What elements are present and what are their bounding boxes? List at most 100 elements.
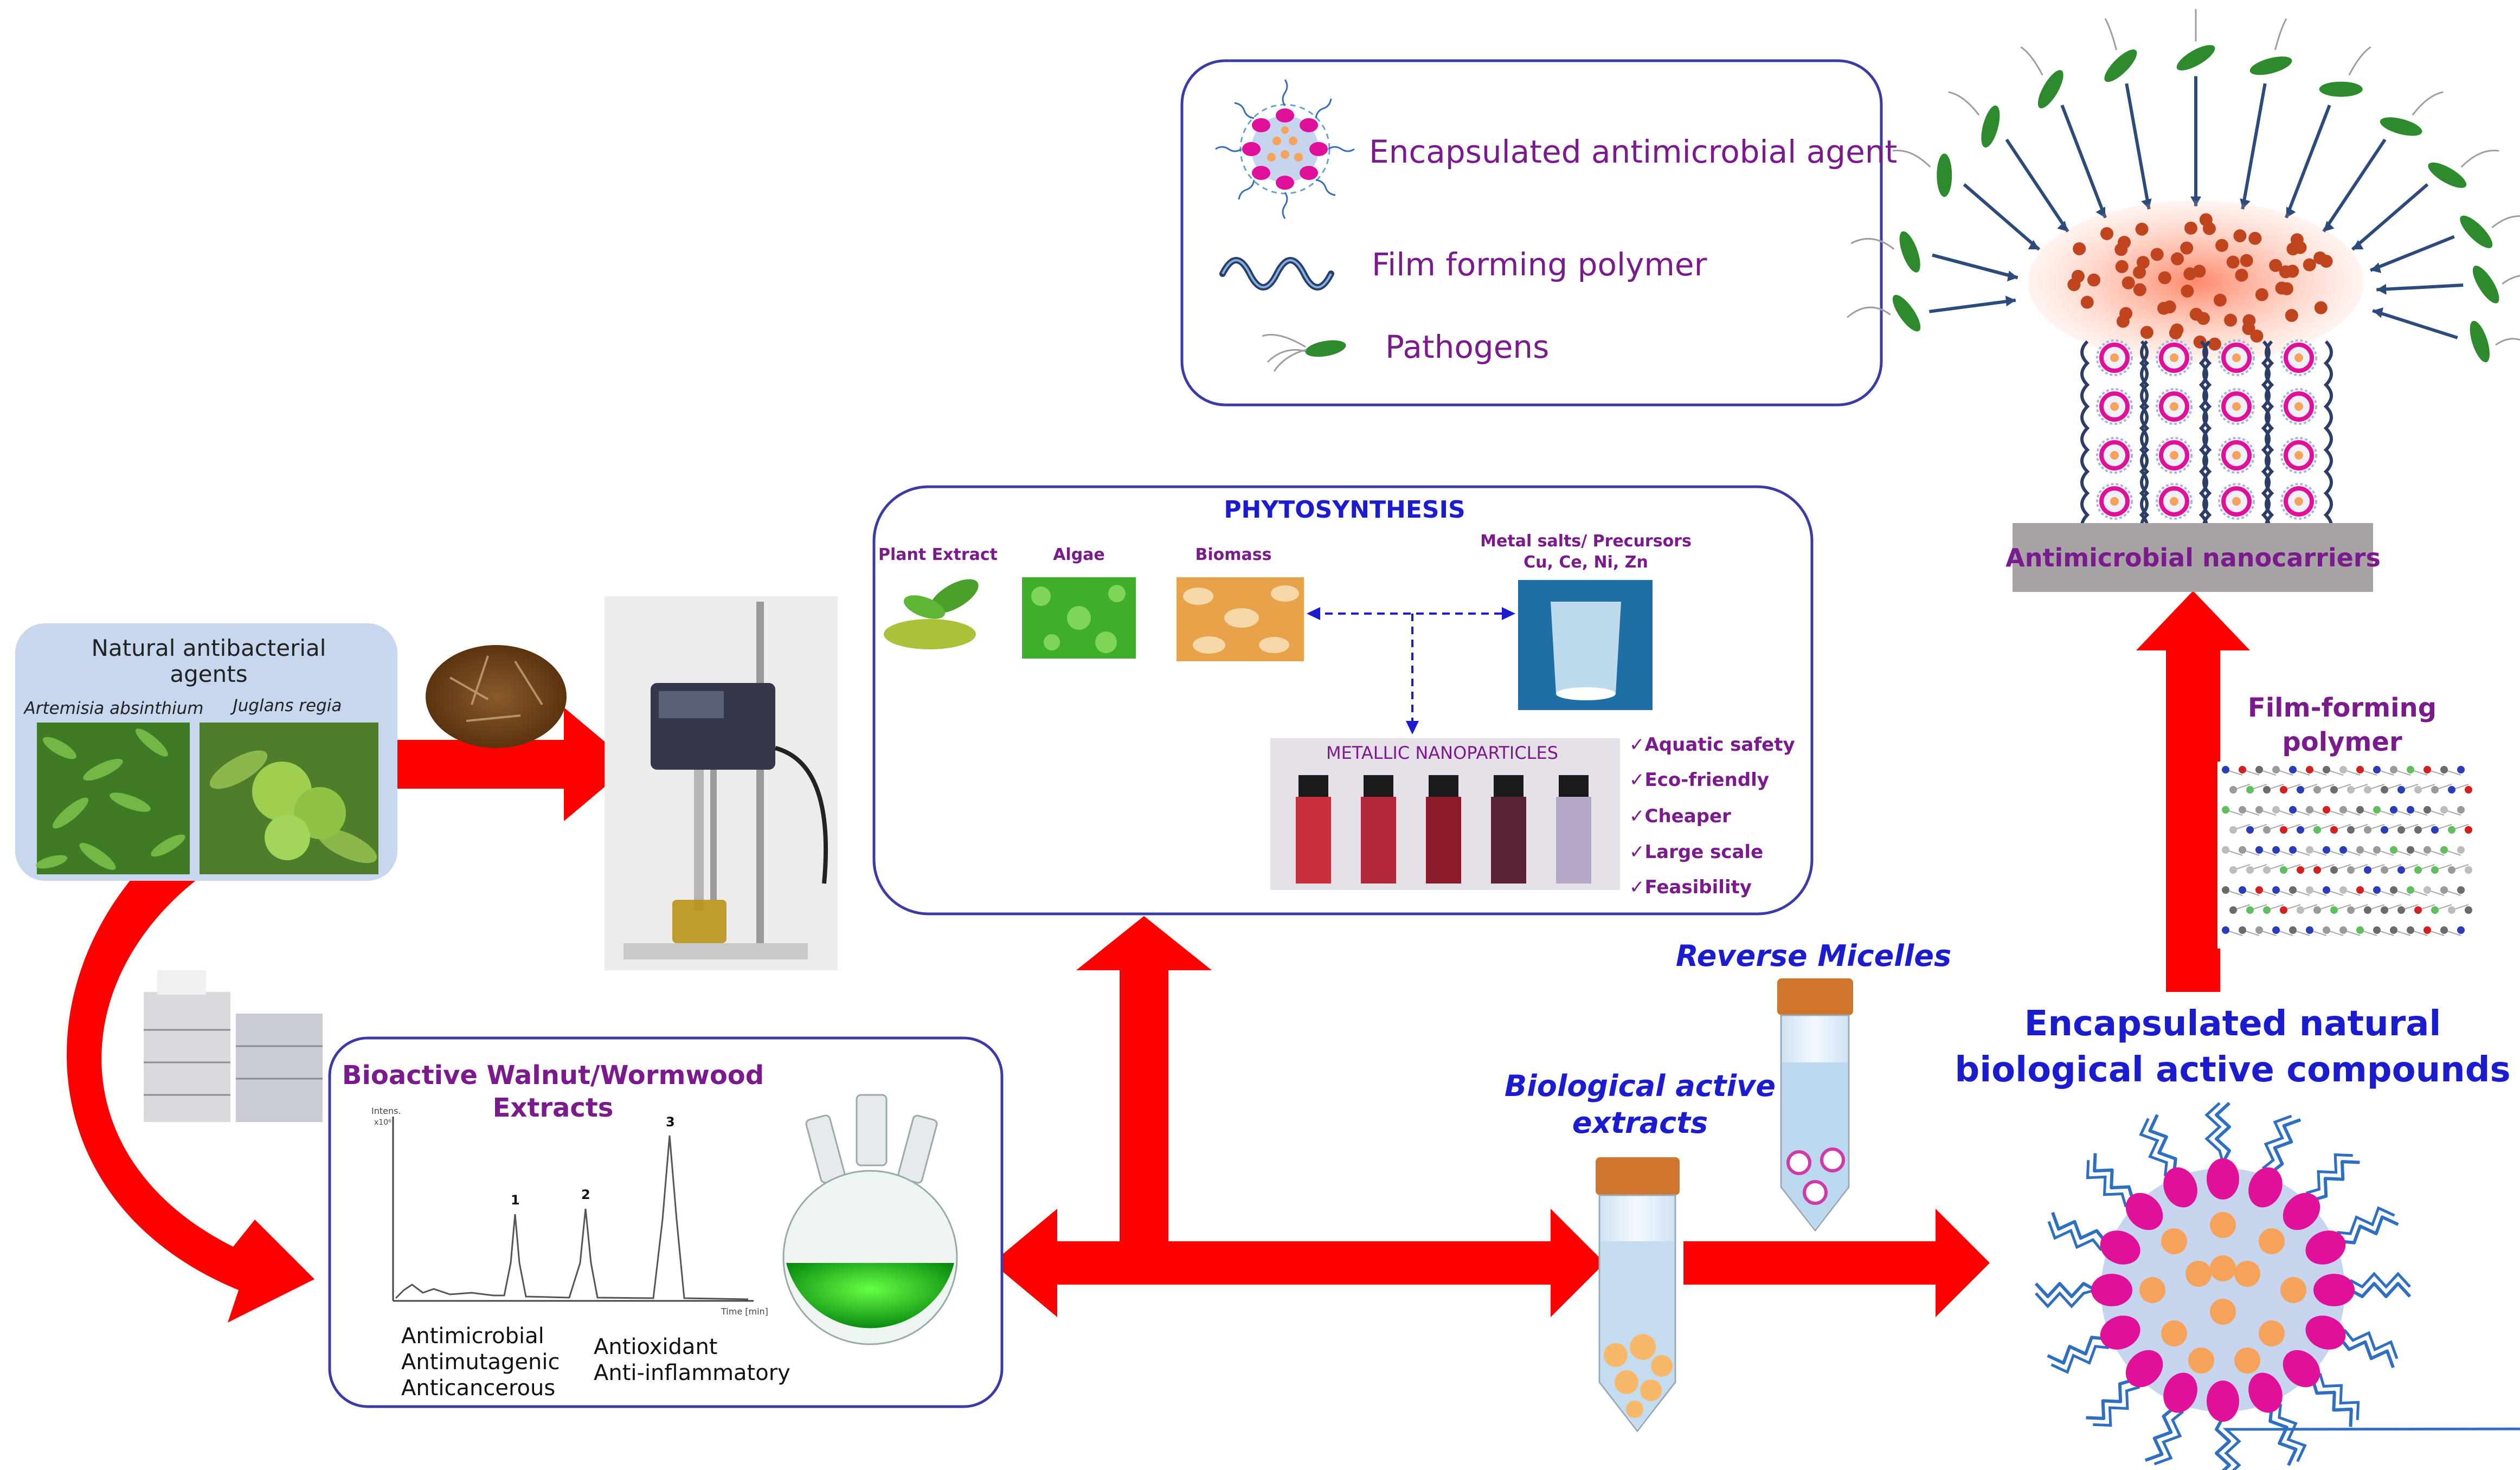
reverse-micelles-tube — [1777, 978, 1853, 1232]
polymer-atom — [2246, 826, 2254, 834]
polymer-atom — [2229, 786, 2237, 794]
surfactant-tail — [2139, 1118, 2168, 1177]
polymer-atom — [2364, 906, 2371, 914]
surfactant-head — [2163, 1167, 2197, 1208]
polymer-atom — [2347, 786, 2355, 794]
property-antimicrobial: Antimicrobial — [401, 1324, 544, 1349]
polymer-atom — [2255, 766, 2263, 773]
polymer-atom — [2423, 806, 2431, 814]
attack-line — [1963, 183, 2041, 251]
polymer-atom — [2289, 926, 2297, 934]
encapsulated-compound — [2280, 1277, 2306, 1303]
polymer-atom — [2297, 866, 2304, 874]
nanoparticle — [2150, 248, 2164, 261]
phytosynthesis-title: PHYTOSYNTHESIS — [1224, 496, 1465, 524]
pathogen — [2460, 215, 2493, 248]
surfactant-head — [2248, 1167, 2283, 1208]
nanoparticle — [2115, 260, 2129, 273]
nanoparticle — [2280, 282, 2293, 295]
bioactive-title-1: Bioactive Walnut/Wormwood — [342, 1060, 764, 1091]
polymer-atom — [2330, 906, 2338, 914]
curved-arrow-to-extracts — [66, 846, 314, 1323]
polymer-atom — [2457, 766, 2465, 773]
attack-line — [1932, 253, 2018, 280]
peak-label-1: 1 — [511, 1192, 520, 1208]
polymer-atom — [2414, 826, 2422, 834]
polymer-atom — [2280, 826, 2287, 834]
nanoparticle — [2286, 265, 2299, 278]
polymer-atom — [2457, 926, 2465, 934]
polymer-atom — [2364, 826, 2371, 834]
surfactant-head — [2100, 1230, 2140, 1265]
source-algae: Algae — [1053, 545, 1105, 564]
polymer-atom — [2390, 926, 2397, 934]
peak-label-3: 3 — [666, 1114, 675, 1130]
polymer-atom — [2356, 766, 2364, 773]
pathogen-icon — [1262, 334, 1346, 372]
polymer-atom — [2229, 826, 2237, 834]
surfactant-head — [2305, 1230, 2346, 1265]
nanoparticle — [2140, 326, 2153, 339]
polymer-atom — [2255, 806, 2263, 814]
attack-line — [2060, 104, 2107, 218]
polymer-chain — [2265, 340, 2274, 538]
attack-line — [2005, 138, 2069, 233]
surfactant-tail — [2047, 1336, 2106, 1365]
arrow-to-encapsulated — [1683, 1209, 1990, 1317]
nanoparticle — [2189, 307, 2203, 321]
polymer-atom — [2339, 886, 2347, 894]
polymer-atom — [2423, 926, 2431, 934]
polymer-atom — [2323, 766, 2330, 773]
surfactant-tail — [2215, 1416, 2231, 1470]
surfactant-tail — [2343, 1329, 2399, 1359]
metal-salts-label-2: Cu, Ce, Ni, Zn — [1523, 553, 1648, 572]
polymer-atom — [2431, 826, 2439, 834]
nanocarrier-illustration: Antimicrobial nanocarriers — [1846, 9, 2520, 592]
nanocarriers-label-bar — [2013, 523, 2373, 592]
plant-name-juglans: Juglans regia — [230, 696, 342, 715]
polymer-atom — [2457, 886, 2465, 894]
property-anticancerous: Anticancerous — [401, 1376, 555, 1401]
nanoparticle — [2181, 285, 2194, 298]
nanoparticle — [2133, 266, 2146, 279]
arrow-to-nanocarriers — [2136, 591, 2250, 992]
chromatogram-y-exponent: x10⁶ — [374, 1118, 391, 1127]
polymer-atom — [2440, 766, 2448, 773]
nanoparticle — [2122, 276, 2135, 289]
nanoparticle — [2215, 238, 2229, 252]
polymer-atom — [2313, 866, 2321, 874]
polymer-atom — [2397, 866, 2405, 874]
polymer-atom — [2339, 846, 2347, 854]
reverse-micelles-label: Reverse Micelles — [1676, 939, 1951, 973]
property-anti-inflammatory: Anti-inflammatory — [594, 1361, 790, 1385]
polymer-atom — [2465, 826, 2472, 834]
algae-photo — [1022, 577, 1136, 659]
surfactant-tail — [2278, 1403, 2307, 1462]
surfactant-head — [2283, 1192, 2320, 1230]
pathogen — [2472, 266, 2499, 304]
surfactant-tail — [2034, 1282, 2097, 1298]
nanoparticle — [2202, 222, 2216, 235]
surfactant-tail — [2047, 1221, 2103, 1252]
polymer-atom — [2330, 866, 2338, 874]
encapsulated-compound — [2234, 1261, 2260, 1287]
polymer-atom — [2263, 906, 2271, 914]
polymer-atom — [2222, 886, 2229, 894]
polymer-atom — [2246, 866, 2254, 874]
encapsulated-label-1: Encapsulated natural — [2024, 1004, 2441, 1044]
metallic-nanoparticles-label: METALLIC NANOPARTICLES — [1326, 743, 1558, 763]
polymer-atom — [2431, 866, 2439, 874]
nanoparticle — [2242, 314, 2256, 327]
pathogen — [2176, 45, 2215, 70]
biological-extracts-tube — [1596, 1157, 1680, 1433]
surfactant-head — [2283, 1350, 2320, 1388]
polymer-atom — [2229, 866, 2237, 874]
polymer-atom — [2423, 766, 2431, 773]
polymer-atom — [2272, 806, 2280, 814]
nanoparticle — [2248, 231, 2262, 245]
polymer-atom — [2289, 766, 2297, 773]
polymer-atom — [2364, 866, 2371, 874]
polymer-atom — [2339, 806, 2347, 814]
polymer-atom — [2323, 926, 2330, 934]
surfactant-tail — [2222, 1427, 2520, 1470]
